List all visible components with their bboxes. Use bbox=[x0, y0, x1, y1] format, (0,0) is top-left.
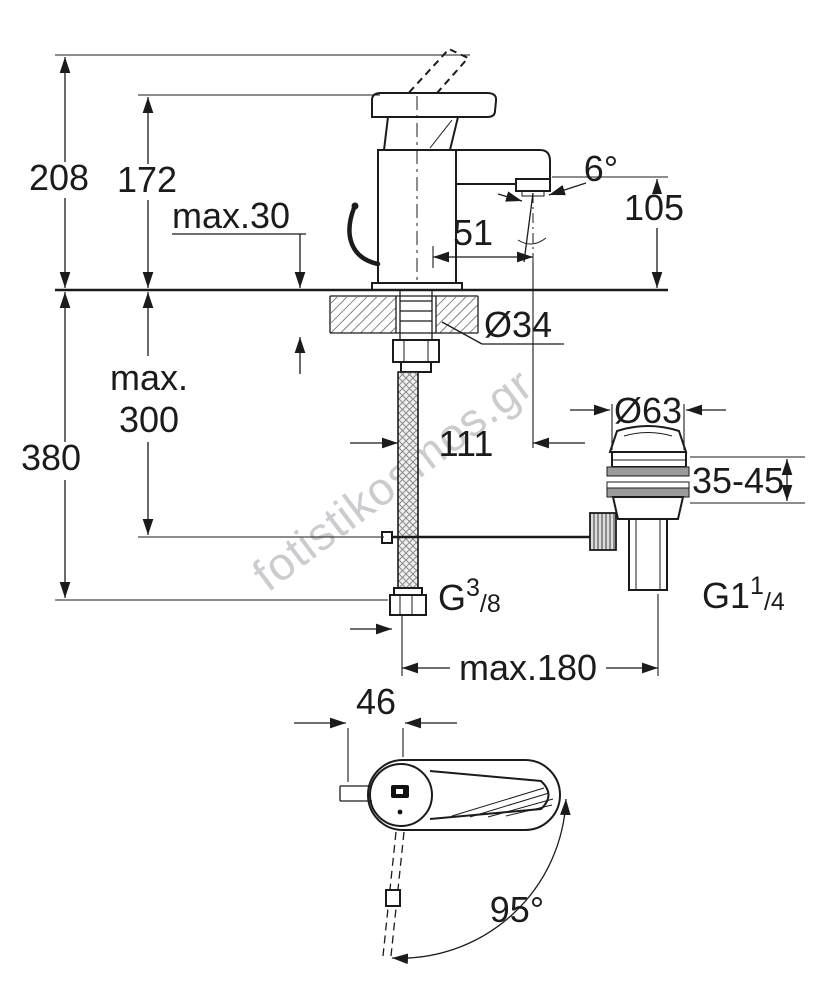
pivot-dot bbox=[397, 809, 403, 815]
lever-handle bbox=[371, 92, 498, 118]
dim-deck-range-label: 35-45 bbox=[692, 460, 784, 501]
dim-hose-length-label-2: 300 bbox=[119, 399, 179, 440]
dim-spout-reach-label: 51 bbox=[453, 212, 493, 253]
lever-joint bbox=[382, 116, 460, 151]
lever-end-mark bbox=[385, 889, 401, 907]
waste-seal-bottom bbox=[606, 487, 690, 498]
dim-swivel-angle-label: 95° bbox=[490, 889, 544, 930]
dim-hose-thread-label: G3/8 bbox=[438, 574, 501, 618]
waste-lower-body bbox=[611, 496, 685, 520]
threaded-shank bbox=[399, 290, 433, 340]
dim-deck-thickness-label: max.30 bbox=[172, 195, 290, 236]
dim-total-height-label: 208 bbox=[29, 157, 89, 198]
dim-hose-length-label-1: max. bbox=[110, 357, 188, 398]
faucet-top-view bbox=[339, 759, 571, 965]
dim-hole-diameter-label: Ø34 bbox=[484, 304, 552, 345]
deck-and-mounting bbox=[55, 288, 668, 616]
adjustment-knob bbox=[589, 512, 617, 551]
hose-collar bbox=[393, 587, 423, 596]
popup-rod-lever bbox=[347, 205, 381, 267]
watermark-text: fotistikosmos.gr bbox=[243, 357, 542, 600]
waste-seal-top bbox=[606, 466, 690, 477]
waste-tailpipe bbox=[628, 518, 668, 591]
dim-stream-angle-label: 6° bbox=[584, 148, 618, 189]
faucet-front-view bbox=[347, 47, 551, 291]
aerator bbox=[515, 178, 551, 192]
dim-overall-drop-label: 380 bbox=[21, 437, 81, 478]
dim-outlet-height-label: 105 bbox=[624, 187, 684, 228]
dim-max-reach-label: max.180 bbox=[459, 647, 597, 688]
dimension-lines bbox=[20, 54, 805, 782]
dimension-labels: 208 172 max.30 51 6° 105 Ø34 max. 300 38… bbox=[21, 148, 785, 930]
dim-body-width-label: 46 bbox=[356, 681, 396, 722]
popup-rod-knob bbox=[351, 202, 359, 210]
slab-outline bbox=[329, 295, 479, 334]
spout-stub-top bbox=[339, 785, 372, 802]
dim-waste-thread-label: G11/4 bbox=[702, 572, 785, 616]
dim-lever-height-label: 172 bbox=[117, 159, 177, 200]
slab-hatch-right bbox=[436, 297, 478, 333]
flex-hose bbox=[397, 371, 419, 589]
mounting-nut bbox=[392, 339, 440, 363]
hose-adapter bbox=[400, 361, 432, 373]
dim-axis-offset-label: 111 bbox=[439, 423, 494, 464]
popup-waste-assembly bbox=[589, 425, 690, 591]
stream-angled-line bbox=[523, 192, 534, 263]
angle-arc bbox=[517, 237, 547, 245]
slab-hatch-left bbox=[331, 297, 396, 333]
lever-raised-dashed bbox=[392, 47, 470, 120]
hose-nut bbox=[389, 594, 427, 616]
swivel-arc bbox=[391, 798, 571, 965]
waste-flange bbox=[608, 425, 688, 453]
dim-waste-diameter-label: Ø63 bbox=[614, 390, 682, 431]
